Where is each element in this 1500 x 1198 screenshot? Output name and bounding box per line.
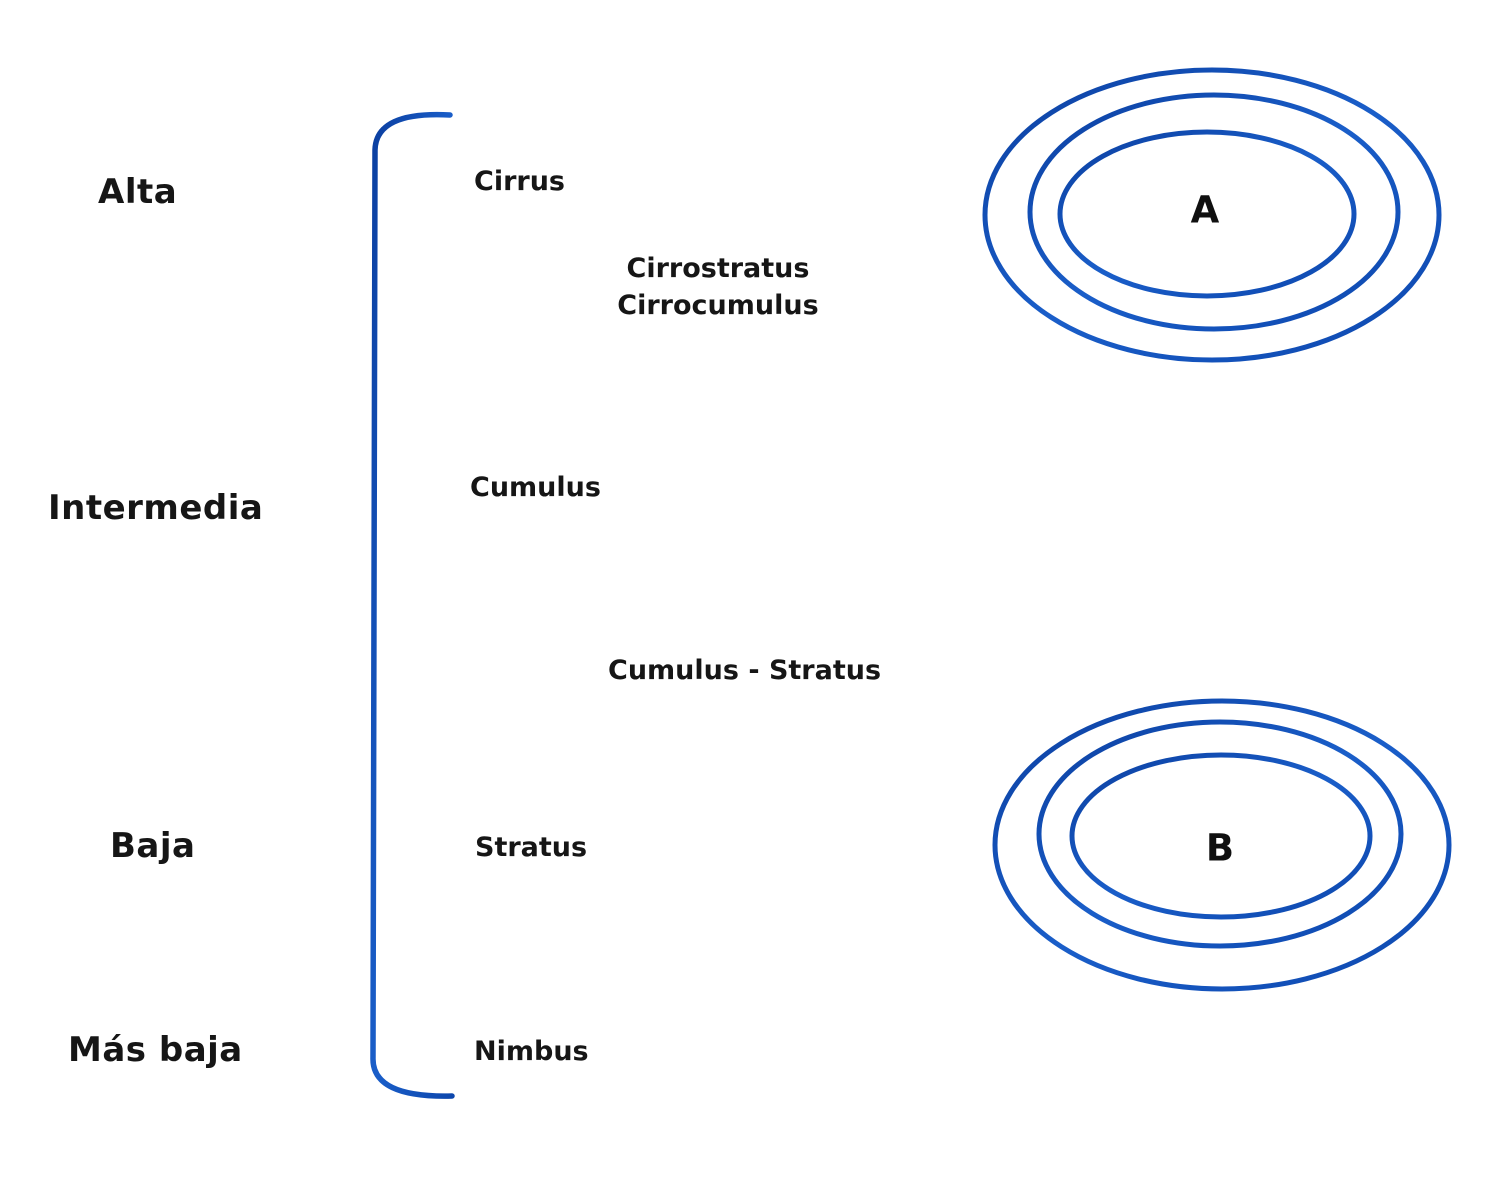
ring-a-outer	[982, 67, 1442, 363]
cloud-label-cumulus: Cumulus	[470, 472, 601, 503]
altitude-label-baja: Baja	[110, 826, 196, 866]
ring-label-b: B	[1205, 826, 1235, 870]
altitude-label-mas-baja: Más baja	[68, 1030, 243, 1070]
cloud-label-stratus: Stratus	[475, 832, 588, 863]
ring-a-inner	[1057, 129, 1357, 299]
ring-group-a	[982, 67, 1442, 363]
cloud-label-cirro-group: Cirrostratus Cirrocumulus	[560, 250, 876, 324]
cloud-label-cirrus: Cirrus	[474, 166, 565, 197]
cloud-label-nimbus: Nimbus	[474, 1036, 589, 1067]
ring-b-inner	[1069, 752, 1373, 920]
ring-a-middle	[1027, 92, 1401, 332]
ring-group-b	[992, 698, 1452, 992]
ring-b-middle	[1036, 719, 1404, 949]
ring-label-a: A	[1190, 188, 1220, 232]
altitude-label-alta: Alta	[98, 172, 178, 212]
bracket-shape	[370, 111, 455, 1099]
ring-b-outer	[992, 698, 1452, 992]
cloud-label-cirrocumulus: Cirrocumulus	[617, 290, 819, 321]
cloud-label-cirrostratus: Cirrostratus	[626, 253, 810, 284]
cloud-label-cumulus-stratus: Cumulus - Stratus	[608, 655, 882, 686]
altitude-label-intermedia: Intermedia	[48, 488, 264, 528]
